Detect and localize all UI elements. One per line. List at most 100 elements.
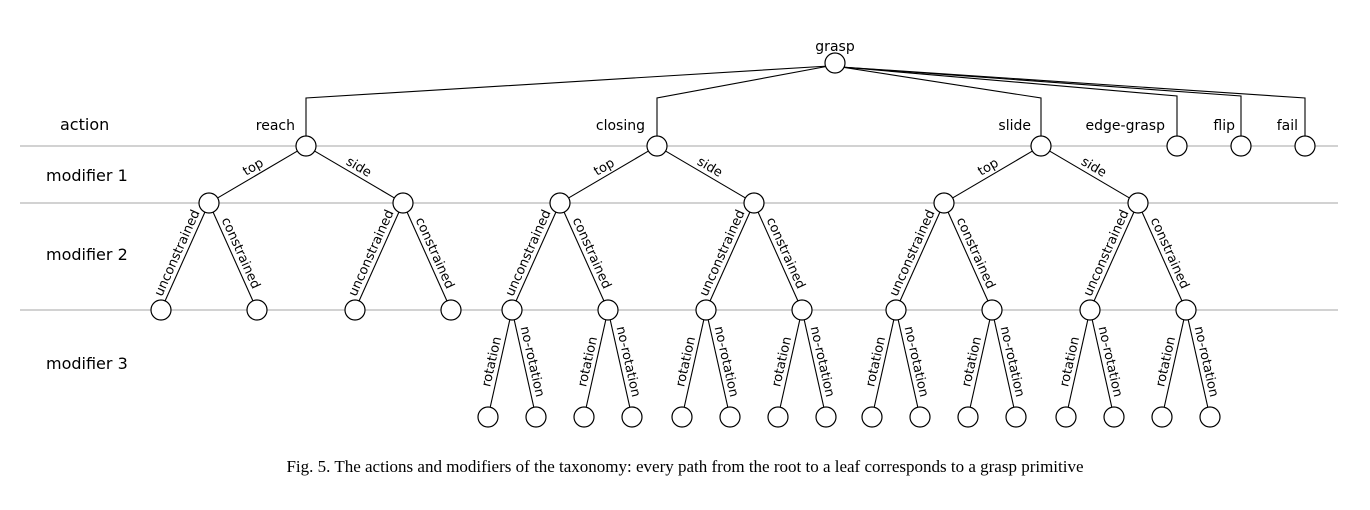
edge-a2-m10-m20-m3-1	[897, 319, 919, 408]
edge-root-action-0	[305, 65, 830, 136]
modifier2-node-a0-m10-constrained	[246, 299, 268, 321]
edge-a1-m10-m20-m3-0	[489, 319, 511, 408]
modifier3-node-a2-m10-m21-rotation	[957, 406, 979, 428]
edge-label-a2-m10-m21-rotation: rotation	[959, 335, 985, 388]
modifier3-node-a1-m11-m20-rotation	[671, 406, 693, 428]
edge-a2-m11-m2-0	[1093, 211, 1135, 302]
edge-a1-m11-m20-m3-1	[707, 319, 729, 408]
edge-label-a1-top: top	[591, 156, 617, 180]
edge-label-a0-top: top	[240, 156, 266, 180]
figure-caption: Fig. 5. The actions and modifiers of the…	[286, 457, 1083, 476]
edge-a2-m11-m2-1	[1141, 211, 1183, 302]
edge-a2-m1-1	[1049, 150, 1130, 199]
level-label-modifier-3: modifier 3	[46, 354, 128, 373]
edge-a0-m11-m2-0	[358, 211, 400, 302]
edge-label-a2-m10-unconstrained: unconstrained	[887, 208, 939, 299]
modifier1-node-a1-side	[743, 192, 765, 214]
edge-a2-m10-m20-m3-0	[873, 319, 895, 408]
modifier2-node-a1-m11-constrained	[791, 299, 813, 321]
edge-label-a2-top: top	[975, 156, 1001, 180]
edge-a2-m10-m21-m3-1	[993, 319, 1015, 408]
edge-a2-m11-m20-m3-1	[1091, 319, 1113, 408]
edge-label-a1-m11-m20-rotation: rotation	[673, 335, 699, 388]
edge-a0-m1-1	[314, 150, 395, 199]
edge-a1-m10-m2-1	[563, 211, 605, 302]
edge-label-a0-m11-unconstrained: unconstrained	[346, 208, 398, 299]
edge-a2-m10-m2-1	[947, 211, 989, 302]
edge-label-a1-m11-unconstrained: unconstrained	[697, 208, 749, 299]
edge-a0-m10-m2-1	[212, 211, 254, 302]
modifier3-node-a2-m10-m21-no-rotation	[1005, 406, 1027, 428]
modifier2-node-a1-m10-unconstrained	[501, 299, 523, 321]
modifier1-node-a1-top	[549, 192, 571, 214]
level-label-modifier-1: modifier 1	[46, 166, 128, 185]
edge-a1-m11-m2-0	[709, 211, 751, 302]
edge-a1-m1-0	[568, 150, 649, 199]
modifier3-node-a2-m10-m20-no-rotation	[909, 406, 931, 428]
edge-root-action-1	[656, 65, 830, 136]
edge-label-a2-m10-constrained: constrained	[953, 215, 998, 291]
modifier3-node-a1-m11-m20-no-rotation	[719, 406, 741, 428]
tree-edges	[164, 65, 1306, 408]
edge-label-a2-m11-m20-no-rotation: no-rotation	[1095, 325, 1125, 399]
edge-label-a1-m11-constrained: constrained	[763, 215, 808, 291]
action-node-slide	[1030, 135, 1052, 157]
modifier2-node-a0-m11-constrained	[440, 299, 462, 321]
action-node-edge-grasp	[1166, 135, 1188, 157]
edge-a1-m11-m21-m3-1	[803, 319, 825, 408]
modifier2-node-a1-m10-constrained	[597, 299, 619, 321]
edge-label-a2-m11-m21-rotation: rotation	[1153, 335, 1179, 388]
tree-node-labels: grasp reach closing slide edge-grasp flip fail	[256, 39, 1298, 134]
edge-label-a1-m11-m21-rotation: rotation	[769, 335, 795, 388]
edge-label-a1-m10-m21-rotation: rotation	[575, 335, 601, 388]
modifier3-node-a1-m10-m20-rotation	[477, 406, 499, 428]
modifier3-node-a1-m11-m21-rotation	[767, 406, 789, 428]
action-node-closing	[646, 135, 668, 157]
tree-nodes	[150, 52, 1316, 428]
edge-a1-m11-m21-m3-0	[779, 319, 801, 408]
edge-root-action-2	[840, 66, 1042, 136]
modifier3-node-a1-m10-m21-no-rotation	[621, 406, 643, 428]
action-label-edge-grasp: edge-grasp	[1086, 118, 1166, 134]
root-node	[824, 52, 846, 74]
edge-label-a2-m11-m20-rotation: rotation	[1057, 335, 1083, 388]
modifier2-node-a2-m11-unconstrained	[1079, 299, 1101, 321]
edge-label-a2-m10-m21-no-rotation: no-rotation	[997, 325, 1027, 399]
modifier3-node-a2-m11-m21-rotation	[1151, 406, 1173, 428]
edge-a2-m11-m21-m3-0	[1163, 319, 1185, 408]
modifier3-node-a2-m11-m20-rotation	[1055, 406, 1077, 428]
modifier3-node-a2-m11-m21-no-rotation	[1199, 406, 1221, 428]
level-label-action: action	[60, 115, 109, 134]
action-label-reach: reach	[256, 118, 295, 134]
edge-a1-m11-m2-1	[757, 211, 799, 302]
edge-a0-m10-m2-0	[164, 211, 206, 302]
root-label: grasp	[815, 39, 855, 55]
modifier1-node-a0-side	[392, 192, 414, 214]
modifier2-node-a0-m10-unconstrained	[150, 299, 172, 321]
action-label-fail: fail	[1277, 118, 1298, 134]
action-label-flip: flip	[1213, 118, 1235, 134]
modifier1-node-a2-side	[1127, 192, 1149, 214]
edge-label-a1-m10-m20-rotation: rotation	[479, 335, 505, 388]
action-label-slide: slide	[998, 118, 1031, 134]
edge-label-a1-m10-unconstrained: unconstrained	[503, 208, 555, 299]
edge-a1-m1-1	[665, 150, 746, 199]
edge-a2-m10-m21-m3-0	[969, 319, 991, 408]
edge-a0-m1-0	[217, 150, 298, 199]
edge-label-a0-m10-unconstrained: unconstrained	[152, 208, 204, 299]
edge-label-a1-m10-m21-no-rotation: no-rotation	[613, 325, 643, 399]
edge-label-a0-m11-constrained: constrained	[412, 215, 457, 291]
edge-a2-m10-m2-0	[899, 211, 941, 302]
action-label-closing: closing	[596, 118, 645, 134]
action-node-reach	[295, 135, 317, 157]
edge-label-a0-m10-constrained: constrained	[218, 215, 263, 291]
modifier2-node-a2-m11-constrained	[1175, 299, 1197, 321]
action-node-flip	[1230, 135, 1252, 157]
edge-a1-m10-m21-m3-1	[609, 319, 631, 408]
edge-a1-m10-m20-m3-1	[513, 319, 535, 408]
modifier1-node-a2-top	[933, 192, 955, 214]
edge-root-action-4	[840, 66, 1242, 136]
edge-label-a1-m10-constrained: constrained	[569, 215, 614, 291]
level-label-modifier-2: modifier 2	[46, 245, 128, 264]
modifier3-node-a1-m10-m20-no-rotation	[525, 406, 547, 428]
